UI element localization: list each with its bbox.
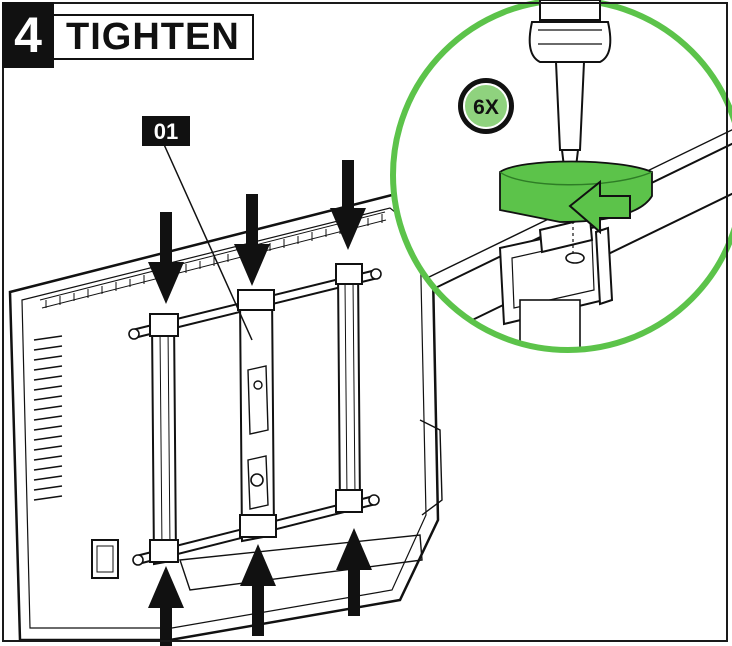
clockwise-rotation-arrow-icon [499,160,653,235]
screwdriver-icon [528,0,612,185]
step-header: 4 TIGHTEN [2,2,254,68]
down-arrow-icon [330,160,366,250]
up-arrow-icon [336,528,372,616]
up-arrow-icon [240,544,276,636]
tv-back-panel [8,193,443,642]
quantity-label: 6X [473,96,499,119]
tighten-arrows-top [148,160,366,304]
wall-mount-bracket [128,263,382,566]
side-vent [33,335,63,501]
down-arrow-icon [148,212,184,304]
part-label-tag: 01 [142,116,190,146]
detail-magnifier: 6X [390,0,732,353]
quantity-badge: 6X [458,78,514,134]
part-label: 01 [154,119,178,144]
step-number: 4 [2,2,54,68]
part-leader-line [161,139,253,341]
up-arrow-icon [148,566,184,646]
step-title: TIGHTEN [54,14,254,60]
tighten-arrows-bottom [148,528,372,646]
down-arrow-icon [234,194,270,286]
